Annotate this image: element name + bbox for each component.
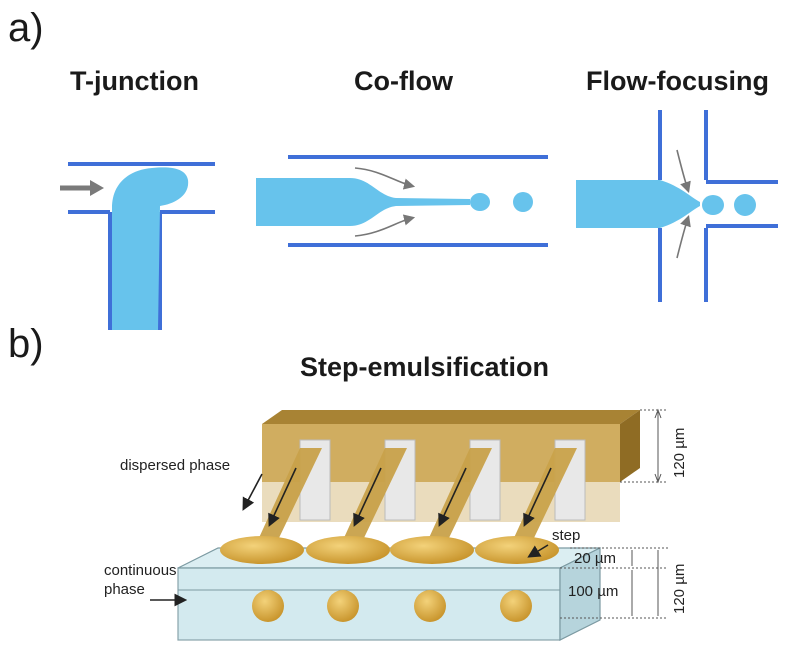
t-junction-diagram (60, 162, 215, 330)
supply-block-side-face (620, 410, 640, 482)
flow-focusing-diagram (576, 110, 778, 302)
t-junction-inflow-arrowhead (90, 180, 104, 196)
dim-channel-label: 100 µm (568, 583, 618, 600)
dimension-lines (560, 408, 668, 619)
flow-focusing-title: Flow-focusing (586, 66, 769, 96)
co-flow-arrow-top (354, 167, 416, 190)
dim-top-label: 120 µm (671, 428, 688, 478)
panel-b-label: b) (8, 322, 44, 366)
co-flow-forming-droplet (470, 193, 490, 211)
step-emulsification-diagram: dispersed phase continuous phase step 12… (104, 408, 688, 641)
channel-front-face (177, 567, 561, 641)
t-junction-title: T-junction (70, 66, 199, 96)
stem-flow-arrows (268, 467, 552, 527)
ff-arrow-top (676, 149, 691, 194)
supply-block-top-face (262, 410, 640, 424)
ff-inlet-fluid (576, 180, 700, 228)
dispersed-phase-pointer (242, 473, 263, 511)
spreading-droplets (220, 536, 559, 564)
ff-droplet (734, 194, 756, 216)
continuous-label-line1: continuous (104, 562, 177, 579)
channel-side-face (559, 547, 601, 641)
step-pointer (527, 544, 549, 558)
dispersed-phase-label: dispersed phase (120, 457, 230, 474)
continuous-label-line2: phase (104, 581, 145, 598)
step-droplet-3 (414, 590, 446, 622)
step-label: step (552, 527, 580, 544)
co-flow-title: Co-flow (354, 66, 453, 96)
dim-step-label: 20 µm (574, 550, 616, 567)
ff-arrow-bottom (676, 214, 691, 259)
co-flow-droplet (513, 192, 533, 212)
co-flow-arrow-bottom (354, 214, 416, 237)
panel-a-label: a) (8, 6, 44, 50)
dim-bottom-label: 120 µm (671, 564, 688, 614)
step-emulsification-title: Step-emulsification (300, 352, 550, 382)
co-flow-inner-nozzle (256, 178, 470, 226)
step-droplet-4 (500, 590, 532, 622)
ff-forming-droplet (702, 195, 724, 215)
co-flow-diagram (256, 155, 548, 247)
t-junction-fluid (112, 167, 189, 330)
step-droplet-1 (252, 590, 284, 622)
step-droplet-2 (327, 590, 359, 622)
